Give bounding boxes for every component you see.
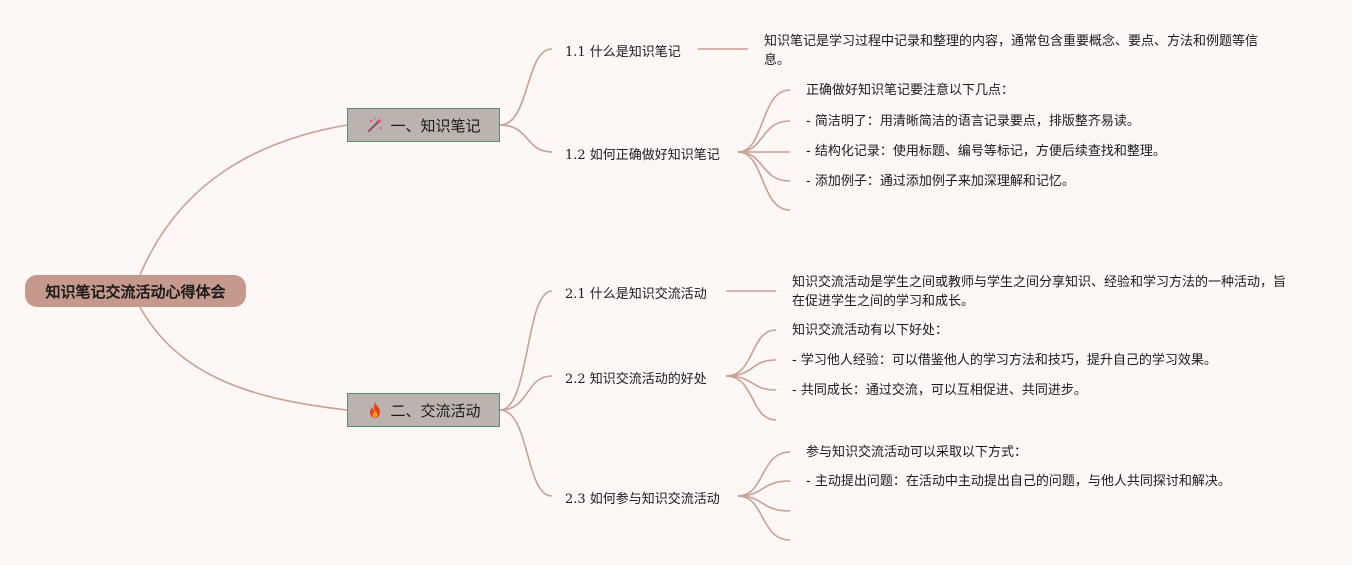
subtopic-1-2[interactable]: 1.2 如何正确做好知识笔记 xyxy=(565,148,720,163)
connector-sub22-d1 xyxy=(725,329,777,377)
detail-1-2-item[interactable]: - 添加例子：通过添加例子来加深理解和记忆。 xyxy=(806,174,1075,189)
connector-sub12-d5 xyxy=(737,151,791,211)
subtopic-1-1[interactable]: 1.1 什么是知识笔记 xyxy=(565,45,681,60)
connector-sec1-sub1 xyxy=(499,48,553,126)
connector-root-sec1 xyxy=(139,124,348,276)
connector-sub12-d4 xyxy=(737,151,791,182)
subtopic-2-1[interactable]: 2.1 什么是知识交流活动 xyxy=(565,287,707,302)
connector-sec2-sub1 xyxy=(499,290,553,411)
section-exchange-activity[interactable]: 二、交流活动 xyxy=(347,393,500,427)
connector-sub22-d2 xyxy=(725,359,777,377)
detail-1-1[interactable]: 知识笔记是学习过程中记录和整理的内容，通常包含重要概念、要点、方法和例题等信息。 xyxy=(764,34,1259,68)
detail-2-3-intro[interactable]: 参与知识交流活动可以采取以下方式： xyxy=(806,445,1028,460)
root-topic[interactable]: 知识笔记交流活动心得体会 xyxy=(25,275,246,307)
detail-2-2-item[interactable]: - 学习他人经验：可以借鉴他人的学习方法和技巧，提升自己的学习效果。 xyxy=(792,353,1217,368)
connector-sec2-sub3 xyxy=(499,409,553,497)
section-label: 二、交流活动 xyxy=(390,401,481,420)
subtopic-2-2[interactable]: 2.2 知识交流活动的好处 xyxy=(565,372,707,387)
detail-1-2-item[interactable]: - 简洁明了：用清晰简洁的语言记录要点，排版整齐易读。 xyxy=(806,114,1140,129)
detail-2-3-item[interactable]: - 主动提出问题：在活动中主动提出自己的问题，与他人共同探讨和解决。 xyxy=(806,474,1231,489)
section-knowledge-notes[interactable]: 一、知识笔记 xyxy=(347,108,500,142)
detail-2-1[interactable]: 知识交流活动是学生之间或教师与学生之间分享知识、经验和学习方法的一种活动，旨在促… xyxy=(792,275,1287,309)
magic-wand-icon xyxy=(366,116,384,134)
connector-sub23-d1 xyxy=(737,451,791,497)
root-topic-label: 知识笔记交流活动心得体会 xyxy=(45,282,226,301)
detail-2-2-intro[interactable]: 知识交流活动有以下好处： xyxy=(792,323,949,338)
connector-sub12-d1 xyxy=(737,89,791,153)
subtopic-2-3[interactable]: 2.3 如何参与知识交流活动 xyxy=(565,492,720,507)
section-label: 一、知识笔记 xyxy=(390,116,481,135)
connector-sec2-sub2 xyxy=(499,375,553,411)
connector-root-sec2 xyxy=(139,306,348,411)
detail-1-2-intro[interactable]: 正确做好知识笔记要注意以下几点： xyxy=(806,83,1015,98)
fire-icon xyxy=(366,401,384,419)
connector-sub22-d3 xyxy=(725,375,777,391)
detail-2-2-item[interactable]: - 共同成长：通过交流，可以互相促进、共同进步。 xyxy=(792,383,1087,398)
connector-sub22-d4 xyxy=(725,375,777,421)
connector-sub12-d2 xyxy=(737,120,791,153)
detail-1-2-item[interactable]: - 结构化记录：使用标题、编号等标记，方便后续查找和整理。 xyxy=(806,144,1166,159)
connector-sub23-d4 xyxy=(737,495,791,541)
connector-sec1-sub2 xyxy=(499,124,553,153)
